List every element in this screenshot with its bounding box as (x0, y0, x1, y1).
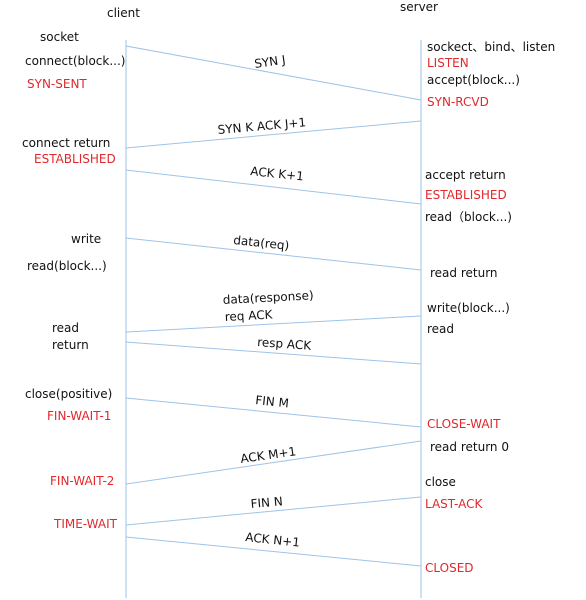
server-state-syn-rcvd: SYN-RCVD (427, 95, 489, 109)
msg-line-ack-n (125, 536, 422, 567)
msg-label-fin-n: FIN N (250, 494, 283, 511)
server-state-close-wait: CLOSE-WAIT (427, 417, 501, 431)
msg-line-ack-k (125, 169, 422, 205)
client-state-established: ESTABLISHED (34, 152, 116, 166)
client-note-socket: socket (40, 30, 79, 44)
client-state-fin-wait-2: FIN-WAIT-2 (50, 474, 114, 488)
client-note-read: read (52, 321, 79, 335)
server-note-read-return-0: read return 0 (430, 440, 509, 454)
msg-line-data-response (125, 315, 422, 333)
client-note-write: write (71, 232, 101, 246)
server-note-read: read (427, 322, 454, 336)
msg-label-resp-ack: resp ACK (257, 335, 313, 353)
client-note-return: return (52, 338, 89, 352)
server-note-write-block: write(block...) (427, 301, 510, 315)
server-state-listen: LISTEN (427, 56, 469, 70)
server-state-last-ack: LAST-ACK (425, 497, 483, 511)
msg-line-fin-n (125, 496, 422, 526)
server-state-established: ESTABLISHED (425, 188, 507, 202)
msg-label-ack-n: ACK N+1 (245, 530, 301, 550)
client-header: client (107, 6, 140, 20)
msg-line-syn-k-ack (125, 120, 422, 149)
server-note-accept-block: accept(block...) (427, 73, 520, 87)
server-note-close: close (425, 475, 456, 489)
msg-label-fin-m: FIN M (255, 393, 290, 410)
client-note-read-block: read(block...) (27, 259, 107, 273)
client-note-connect-return: connect return (22, 136, 110, 150)
server-note-read-block: read（block...) (425, 210, 512, 224)
msg-label-ack-k: ACK K+1 (250, 164, 305, 184)
client-state-fin-wait-1: FIN-WAIT-1 (47, 409, 111, 423)
server-header: server (400, 0, 438, 14)
msg-line-data-req (125, 237, 422, 271)
msg-label-req-ack: req ACK (224, 307, 274, 324)
msg-line-ack-m (125, 440, 422, 485)
msg-label-syn-j: SYN J (253, 53, 286, 71)
msg-label-data-req: data(req) (233, 233, 290, 253)
server-note-accept-return: accept return (425, 168, 506, 182)
server-note-socket-bind-listen: sockect、bind、listen (427, 40, 555, 54)
msg-line-syn-j (125, 45, 422, 101)
server-note-read-return: read return (430, 266, 498, 280)
msg-label-data-response: data(response) (222, 288, 314, 307)
msg-line-resp-ack (125, 341, 422, 365)
client-state-time-wait: TIME-WAIT (53, 517, 118, 531)
client-note-connect: connect(block...) (25, 54, 125, 68)
msg-label-ack-m: ACK M+1 (239, 444, 297, 466)
msg-line-fin-m (125, 397, 422, 428)
client-state-syn-sent: SYN-SENT (27, 77, 87, 91)
server-state-closed: CLOSED (425, 561, 474, 575)
msg-label-syn-k-ack: SYN K ACK J+1 (217, 115, 307, 137)
client-note-close: close(positive) (25, 387, 112, 401)
